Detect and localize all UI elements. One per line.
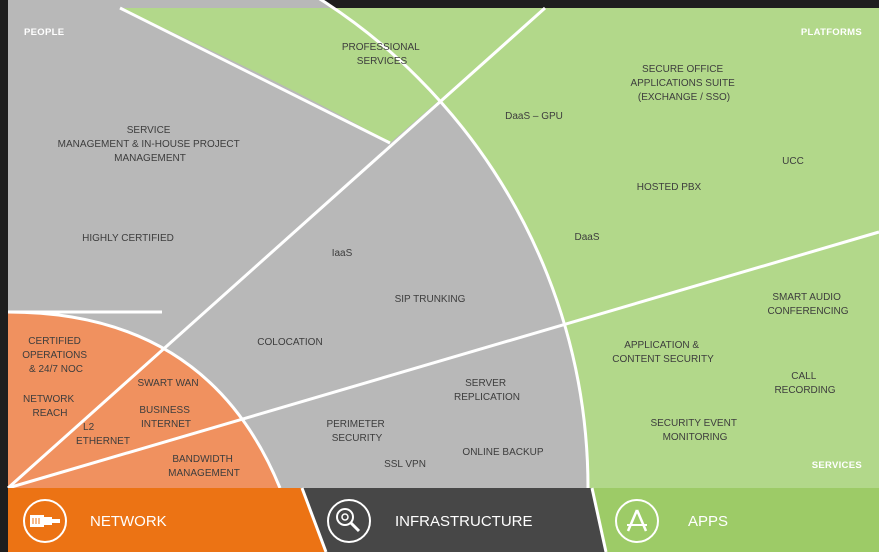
ucc-label: UCC: [782, 156, 804, 167]
ethernet-cable-icon: [23, 499, 67, 543]
footer-infrastructure-bar[interactable]: [302, 488, 606, 552]
secure-office-label: SECURE OFFICE APPLICATIONS SUITE (EXCHAN…: [630, 64, 737, 103]
professional-services-wedge: [120, 8, 545, 143]
online-backup-label: ONLINE BACKUP: [462, 447, 543, 458]
people-header: PEOPLE: [24, 27, 64, 38]
services-header: SERVICES: [812, 460, 862, 471]
footer-network-label: NETWORK: [90, 513, 167, 530]
daas-gpu-label: DaaS – GPU: [505, 111, 563, 122]
business-internet-label: BUSINESS INTERNET: [139, 405, 192, 430]
platforms-header: PLATFORMS: [801, 27, 862, 38]
hosted-pbx-label: HOSTED PBX: [637, 182, 702, 193]
footer-network-bar[interactable]: [8, 488, 326, 552]
perimeter-security-label: PERIMETER SECURITY: [326, 419, 387, 444]
bandwidth-management-label: BANDWIDTH MANAGEMENT: [168, 454, 240, 479]
server-replication-label: SERVER REPLICATION: [454, 378, 520, 403]
inner-arc: [7, 310, 282, 489]
magnifier-gear-icon: [327, 499, 371, 543]
orange-quarter-circle: [8, 312, 280, 488]
footer-apps-bar[interactable]: [592, 488, 879, 552]
l2-ethernet-label: L2 ETHERNET: [76, 422, 130, 447]
call-recording-label: CALL RECORDING: [774, 371, 835, 396]
app-store-icon: [615, 499, 659, 543]
swart-wan-label: SWART WAN: [137, 378, 198, 389]
footer-apps-label: APPS: [688, 513, 728, 530]
security-event-label: SECURITY EVENT MONITORING: [650, 418, 739, 443]
colocation-label: COLOCATION: [257, 337, 322, 348]
footer-infrastructure-label: INFRASTRUCTURE: [395, 513, 533, 530]
sip-trunking-label: SIP TRUNKING: [395, 294, 466, 305]
iaas-label: IaaS: [332, 248, 353, 259]
daas-label: DaaS: [574, 232, 599, 243]
smart-audio-label: SMART AUDIO CONFERENCING: [767, 292, 848, 317]
service-management-label: SERVICE MANAGEMENT & IN-HOUSE PROJECT MA…: [58, 125, 243, 164]
application-security-label: APPLICATION & CONTENT SECURITY: [612, 340, 714, 365]
network-reach-label: NETWORK REACH: [23, 394, 77, 419]
certified-operations-label: CERTIFIED OPERATIONS & 24/7 NOC: [22, 336, 90, 375]
ssl-vpn-label: SSL VPN: [384, 459, 426, 470]
professional-services-label: PROFESSIONAL SERVICES: [342, 42, 422, 67]
highly-certified-label: HIGHLY CERTIFIED: [82, 233, 174, 244]
outer-arc: [318, 0, 590, 489]
